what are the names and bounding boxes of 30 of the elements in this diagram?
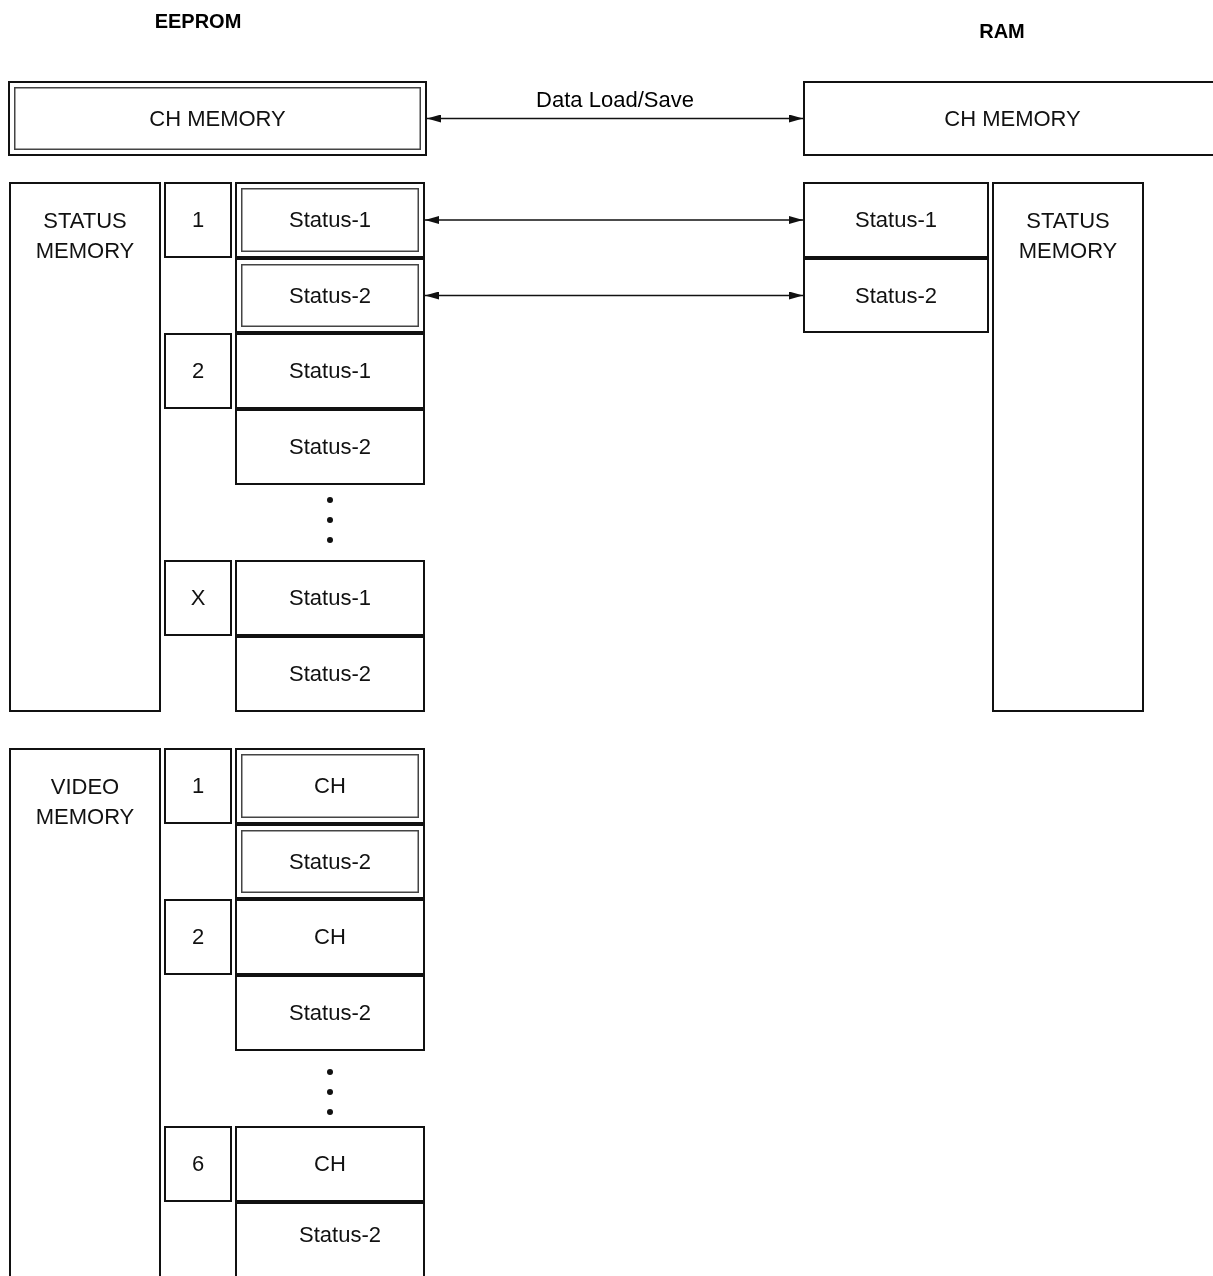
double-arrow	[424, 291, 804, 300]
memory-slot-box: Status-1	[803, 182, 989, 258]
memory-slot-box: Status-1	[235, 560, 425, 636]
memory-slot-box: Status-2	[235, 824, 425, 899]
memory-slot-box: Status-1	[235, 333, 425, 409]
index-box: 2	[164, 333, 232, 409]
memory-heading: EEPROM	[154, 10, 242, 33]
memory-slot-box: Status-1	[235, 182, 425, 258]
index-box: 2	[164, 899, 232, 975]
memory-box: CH MEMORY	[8, 81, 427, 156]
index-box: 6	[164, 1126, 232, 1202]
memory-box: CH MEMORY	[803, 81, 1213, 156]
double-arrow	[424, 216, 804, 224]
index-box: 1	[164, 182, 232, 258]
memory-slot-box: Status-2	[803, 258, 989, 333]
memory-slot-box: Status-2	[235, 258, 425, 333]
memory-slot-box: Status-2	[235, 975, 425, 1051]
memory-region-box: VIDEO MEMORY	[9, 748, 161, 1276]
memory-slot-box: Status-2	[235, 1202, 425, 1276]
double-arrow	[426, 114, 804, 123]
memory-slot-box: CH	[235, 748, 425, 824]
memory-slot-box: Status-2	[235, 636, 425, 712]
memory-region-box: STATUS MEMORY	[992, 182, 1144, 712]
index-box: 1	[164, 748, 232, 824]
memory-slot-box: Status-2	[235, 409, 425, 485]
memory-region-box: STATUS MEMORY	[9, 182, 161, 712]
index-box: X	[164, 560, 232, 636]
memory-heading: RAM	[979, 20, 1025, 43]
memory-slot-box: CH	[235, 899, 425, 975]
memory-slot-box: CH	[235, 1126, 425, 1202]
